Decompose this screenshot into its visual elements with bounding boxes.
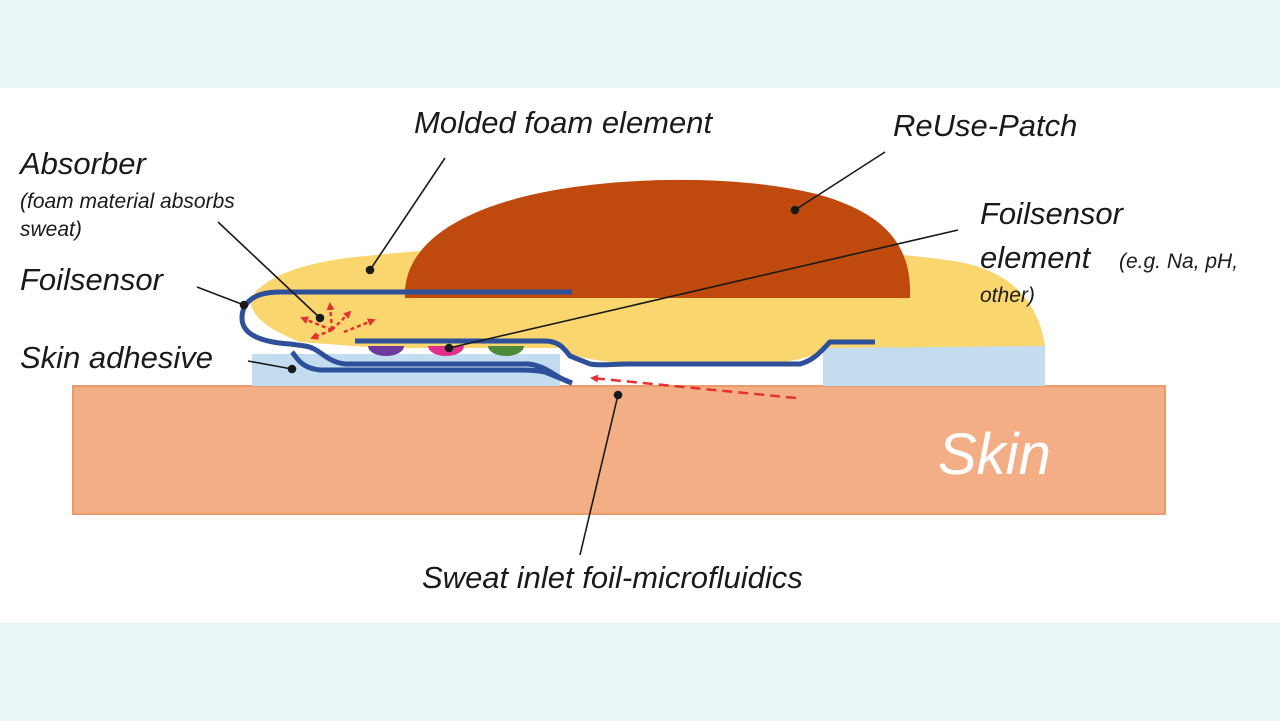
sweat-inlet-arrow [590, 374, 797, 400]
label-reuse-patch: ReUse-Patch [893, 108, 1077, 143]
foilsensor-foil-lower [290, 350, 573, 386]
skin-adhesive-right [823, 346, 1045, 386]
label-absorber-note-2: sweat) [20, 218, 82, 241]
reuse-patch-dome [404, 179, 911, 298]
label-foilsensor-element-note-1: (e.g. Na, pH, [1119, 250, 1238, 273]
sensor-dot-green [488, 346, 524, 356]
label-absorber: Absorber [18, 146, 147, 181]
label-foilsensor: Foilsensor [20, 262, 165, 297]
label-sweat-inlet: Sweat inlet foil-microfluidics [422, 560, 803, 595]
microfluidic-channel-foil [355, 338, 875, 368]
leader-lines [196, 151, 959, 556]
label-foilsensor-element-1: Foilsensor [980, 196, 1125, 231]
label-skin-adhesive: Skin adhesive [20, 340, 213, 375]
skin-layer [72, 385, 1166, 515]
absorber-sweat-arrows [300, 302, 376, 340]
label-molded-foam-element: Molded foam element [414, 105, 713, 140]
label-absorber-note-1: (foam material absorbs [20, 190, 235, 213]
label-skin: Skin [938, 422, 1051, 487]
label-foilsensor-element-note-2: other) [980, 284, 1035, 307]
sensor-dot-purple [368, 346, 404, 356]
label-foilsensor-element-2: element [980, 240, 1092, 275]
